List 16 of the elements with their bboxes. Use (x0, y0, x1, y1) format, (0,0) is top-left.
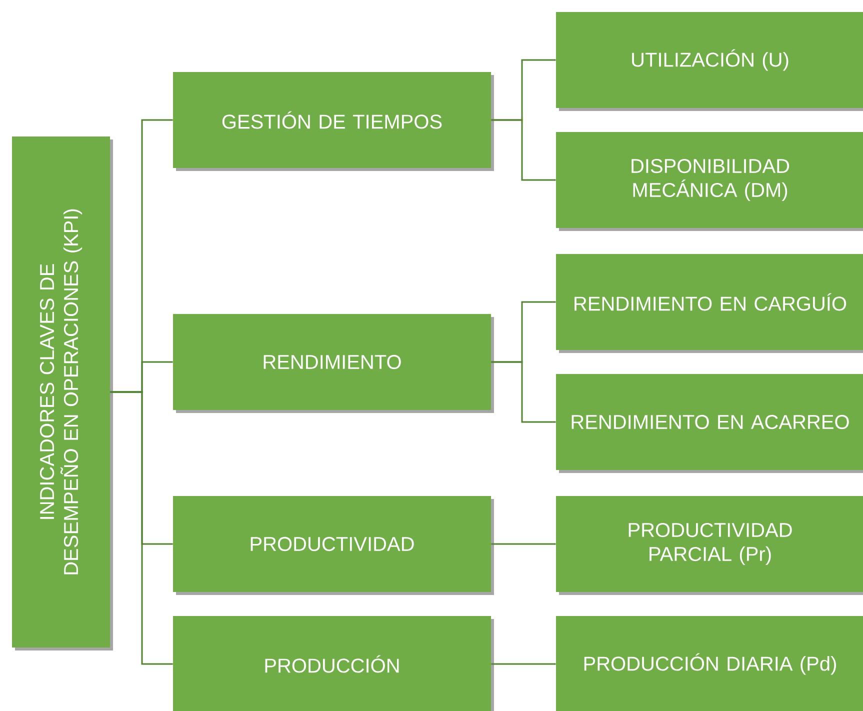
kpi-box: PRODUCTIVIDAD PARCIAL (Pr) (556, 496, 863, 595)
kpi-box: GESTIÓN DE TIEMPOS (173, 72, 494, 171)
connector-line (491, 663, 556, 665)
kpi-box: RENDIMIENTO EN ACARREO (556, 374, 863, 473)
connector-line (491, 361, 556, 423)
connector-line (491, 119, 556, 181)
connector-line (110, 391, 173, 665)
kpi-box: PRODUCCIÓN (173, 616, 494, 711)
kpi-box: UTILIZACIÓN (U) (556, 12, 863, 111)
category-box: INDICADORES CLAVES DE DESEMPEÑO EN OPERACIONES (KPI) (12, 136, 113, 650)
kpi-box: PRODUCTIVIDAD (173, 496, 494, 595)
kpi-box: PRODUCCIÓN DIARIA (Pd) (556, 616, 863, 711)
kpi-box: RENDIMIENTO EN CARGUÍO (556, 254, 863, 353)
connector-line (491, 543, 556, 545)
kpi-box: DISPONIBILIDAD MECÁNICA (DM) (556, 132, 863, 231)
kpi-box: RENDIMIENTO (173, 314, 494, 413)
